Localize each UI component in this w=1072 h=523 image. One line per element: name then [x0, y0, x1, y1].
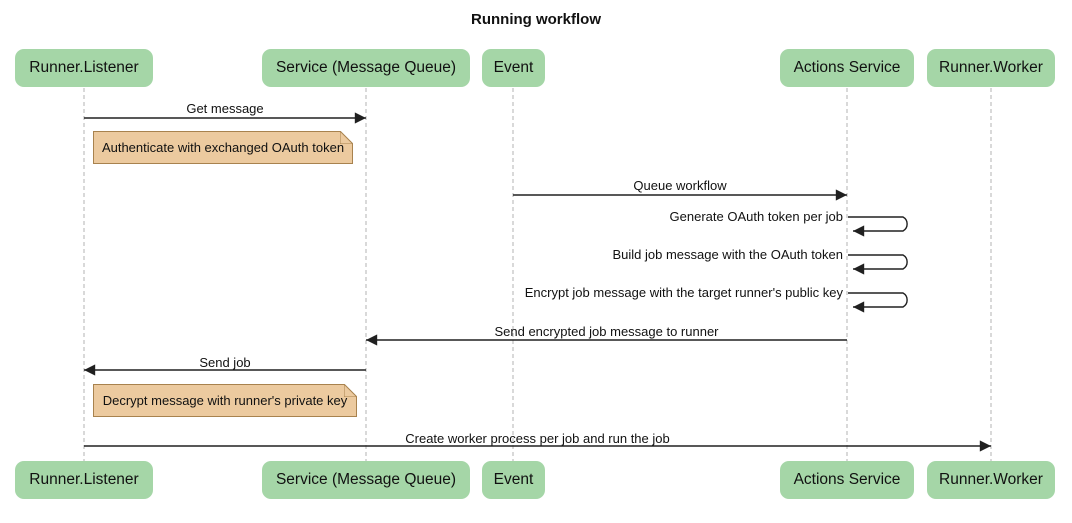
message-label-encrypt-job-message: Encrypt job message with the target runn… [524, 285, 843, 300]
selfloop-generate-oauth-token [848, 216, 908, 237]
message-label-create-worker-process: Create worker process per job and run th… [405, 431, 670, 446]
participant-bottom-runner-worker: Runner.Worker [927, 461, 1055, 499]
selfloop-encrypt-job-message [848, 292, 908, 313]
note-decrypt-message: Decrypt message with runner's private ke… [93, 384, 357, 417]
participant-bottom-actions-service: Actions Service [780, 461, 914, 499]
participant-top-event: Event [482, 49, 545, 87]
participant-top-actions-service: Actions Service [780, 49, 914, 87]
note-fold-icon [344, 384, 357, 397]
diagram-title: Running workflow [471, 11, 601, 28]
note-authenticate-oauth: Authenticate with exchanged OAuth token [93, 131, 353, 164]
participant-bottom-service-message-queue: Service (Message Queue) [262, 461, 470, 499]
message-label-send-encrypted-message: Send encrypted job message to runner [494, 324, 719, 339]
selfloop-build-job-message [848, 254, 908, 275]
message-label-send-job: Send job [199, 355, 251, 370]
participant-bottom-event: Event [482, 461, 545, 499]
note-fold-icon [340, 131, 353, 144]
message-label-get-message: Get message [186, 101, 264, 116]
note-decrypt-message-text: Decrypt message with runner's private ke… [102, 393, 348, 408]
message-label-queue-workflow: Queue workflow [633, 178, 727, 193]
message-label-build-job-message: Build job message with the OAuth token [612, 247, 843, 262]
participant-top-service-message-queue: Service (Message Queue) [262, 49, 470, 87]
message-label-generate-oauth-token: Generate OAuth token per job [669, 209, 843, 224]
note-authenticate-oauth-text: Authenticate with exchanged OAuth token [101, 140, 345, 155]
participant-top-runner-listener: Runner.Listener [15, 49, 153, 87]
participant-bottom-runner-listener: Runner.Listener [15, 461, 153, 499]
participant-top-runner-worker: Runner.Worker [927, 49, 1055, 87]
